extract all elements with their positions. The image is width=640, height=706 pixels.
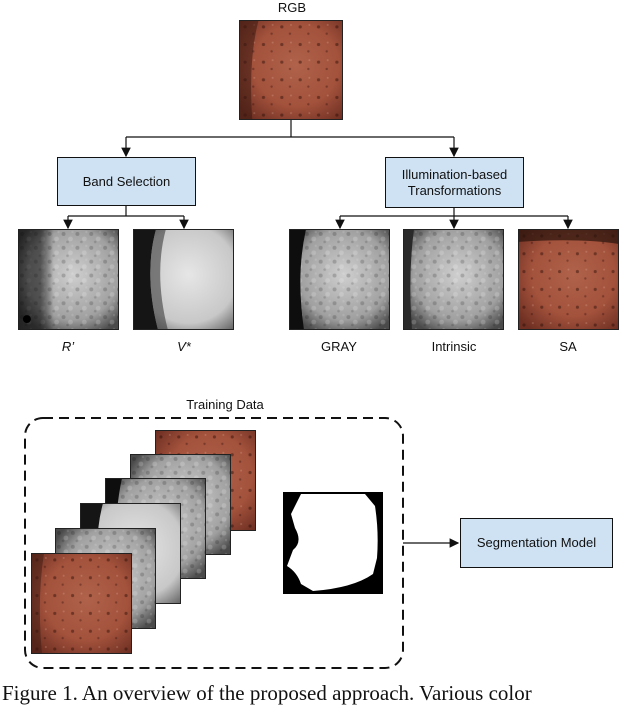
rgb-image <box>239 20 343 120</box>
training-data-label: Training Data <box>186 397 264 412</box>
segmentation-model-label: Segmentation Model <box>476 535 597 550</box>
v-star-image <box>133 229 234 330</box>
illumination-label-line1: Illumination-based <box>401 166 508 182</box>
sa-label: SA <box>559 339 577 354</box>
illumination-label-line2: Transformations <box>407 182 502 198</box>
band-selection-label: Band Selection <box>82 173 171 189</box>
sa-image <box>518 229 619 330</box>
segmentation-model-box: Segmentation Model <box>460 518 613 568</box>
figure-caption: Figure 1. An overview of the proposed ap… <box>2 681 532 705</box>
intrinsic-label: Intrinsic <box>431 339 477 354</box>
segmentation-mask-image <box>283 492 383 594</box>
r-prime-label: R’ <box>61 339 75 354</box>
gray-label: GRAY <box>321 339 357 354</box>
gray-image <box>289 229 390 330</box>
illumination-transformations-box: Illumination-based Transformations <box>385 157 524 208</box>
intrinsic-image <box>403 229 504 330</box>
rgb-label: RGB <box>277 0 307 15</box>
r-prime-image <box>18 229 119 330</box>
band-selection-box: Band Selection <box>57 157 196 206</box>
v-star-label: V* <box>177 339 191 354</box>
stack-image-rgb <box>31 553 132 654</box>
